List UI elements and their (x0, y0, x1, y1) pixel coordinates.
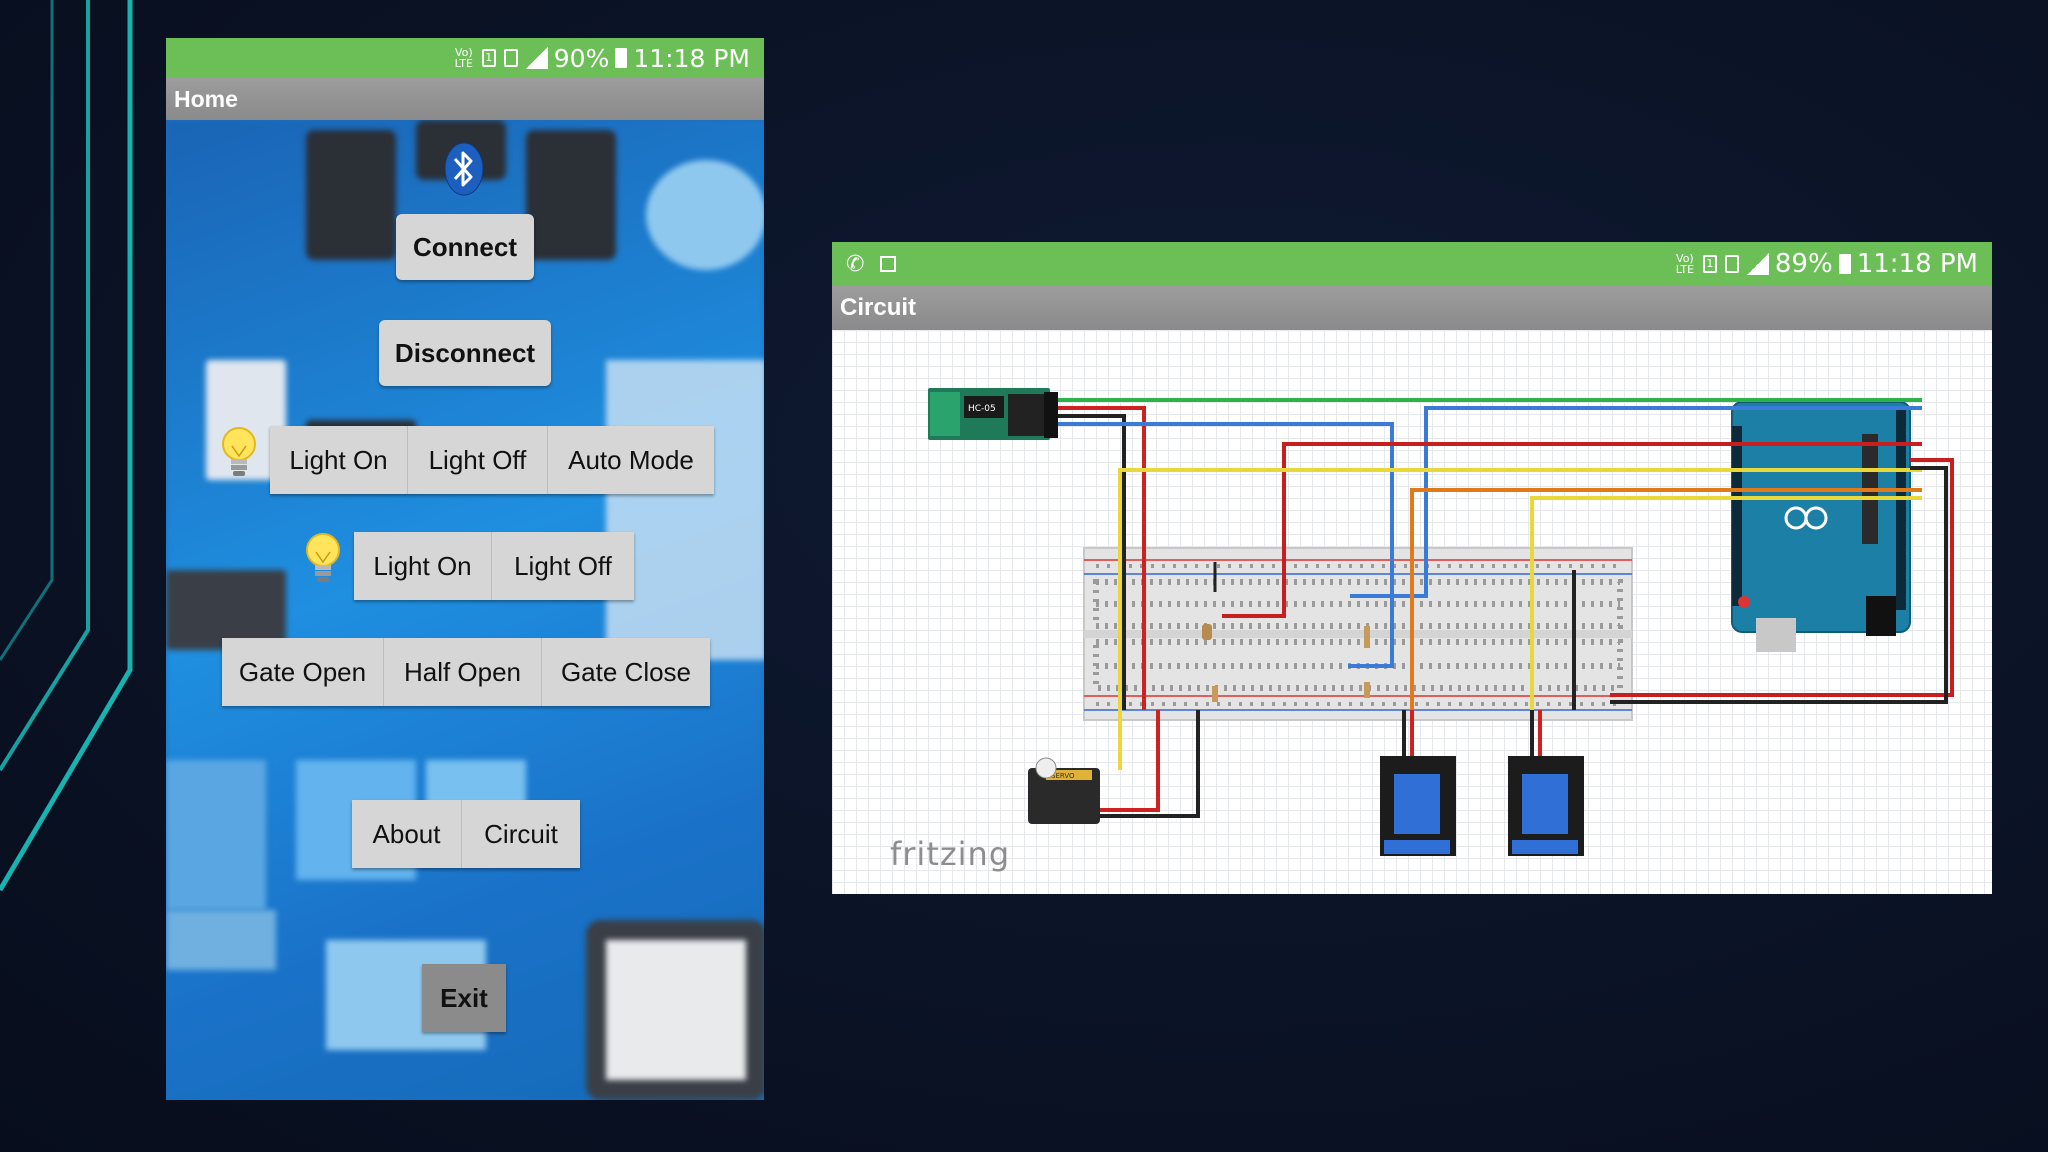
circuit-button[interactable]: Circuit (462, 800, 580, 868)
circuit-drawing: HC-05 (928, 388, 1954, 856)
signal-icon (525, 47, 548, 69)
battery-icon (1838, 254, 1851, 274)
circuit-screen: ✆ Vo) LTE 1 89% 11:18 PM Circuit (832, 242, 1992, 894)
phone-icon: ✆ (846, 251, 865, 277)
wires (1058, 398, 1954, 818)
signal-icon (1746, 253, 1769, 275)
volte-icon: Vo) LTE (454, 46, 473, 70)
no-sim-icon (1724, 255, 1739, 273)
battery-percent: 90% (553, 43, 610, 73)
relay-module-1 (1380, 756, 1456, 856)
status-bar: ✆ Vo) LTE 1 89% 11:18 PM (832, 242, 1992, 286)
sim-icon: 1 (481, 49, 496, 67)
sim-icon: 1 (1702, 255, 1717, 273)
page-title: Home (166, 78, 764, 120)
status-bar: Vo) LTE 1 90% 11:18 PM (166, 38, 764, 78)
fritzing-watermark: fritzing (890, 835, 1011, 873)
light1-off-button[interactable]: Light Off (408, 426, 548, 494)
volte-icon: Vo) LTE (1675, 252, 1695, 276)
image-icon (880, 256, 897, 272)
servo-motor: SERVO (1028, 757, 1100, 824)
status-time: 11:18 PM (633, 43, 750, 73)
servo-label: SERVO (1051, 772, 1075, 780)
light1-button-group: Light On Light Off Auto Mode (270, 426, 714, 494)
circuit-diagram: HC-05 (832, 330, 1992, 894)
blurred-background (166, 120, 764, 1100)
light2-button-group: Light On Light Off (354, 532, 634, 600)
status-time: 11:18 PM (1856, 249, 1978, 279)
status-left-icons: ✆ (846, 242, 897, 286)
auto-mode-button[interactable]: Auto Mode (548, 426, 714, 494)
light2-on-button[interactable]: Light On (354, 532, 492, 600)
connect-button[interactable]: Connect (396, 214, 534, 280)
page-title: Circuit (832, 286, 1992, 330)
home-screen: Vo) LTE 1 90% 11:18 PM Home Connect Disc… (166, 38, 764, 1100)
info-button-group: About Circuit (352, 800, 580, 868)
module-label: HC-05 (968, 404, 996, 414)
gate-close-button[interactable]: Gate Close (542, 638, 710, 706)
bluetooth-module: HC-05 (928, 388, 1058, 440)
components (1202, 562, 1370, 702)
lightbulb-icon (222, 427, 256, 476)
about-button[interactable]: About (352, 800, 462, 868)
light1-on-button[interactable]: Light On (270, 426, 408, 494)
lightbulb-icon (306, 533, 340, 582)
disconnect-button[interactable]: Disconnect (379, 320, 551, 386)
battery-percent: 89% (1774, 249, 1833, 279)
bluetooth-icon (444, 142, 484, 196)
exit-button[interactable]: Exit (422, 964, 506, 1032)
half-open-button[interactable]: Half Open (384, 638, 542, 706)
arduino-board (1731, 401, 1911, 652)
gate-button-group: Gate Open Half Open Gate Close (222, 638, 710, 706)
relay-module-2 (1508, 756, 1584, 856)
decorative-lines (0, 0, 133, 892)
battery-icon (615, 48, 628, 68)
no-sim-icon (503, 49, 518, 67)
light2-off-button[interactable]: Light Off (492, 532, 634, 600)
gate-open-button[interactable]: Gate Open (222, 638, 384, 706)
breadboard (1083, 547, 1633, 721)
